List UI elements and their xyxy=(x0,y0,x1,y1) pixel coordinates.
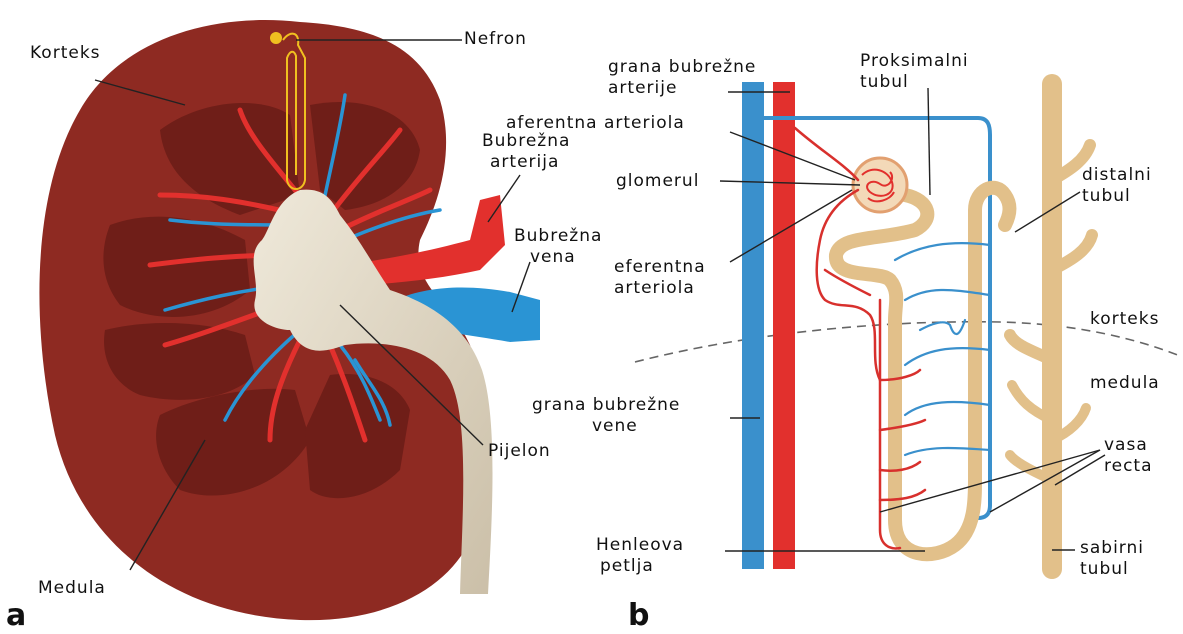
label-glomerul: glomerul xyxy=(616,171,699,191)
label-proksimalni-2: tubul xyxy=(860,72,909,92)
label-vasa-1: vasa xyxy=(1104,435,1148,455)
label-medula-b: medula xyxy=(1090,373,1160,393)
label-sabirni-1: sabirni xyxy=(1080,538,1144,558)
label-nefron: Nefron xyxy=(464,29,527,49)
label-bubrezna-arterija-2: arterija xyxy=(490,152,559,172)
glomerulus-shape xyxy=(853,158,907,212)
label-eferentna-2: arteriola xyxy=(614,278,695,298)
label-bubrezna-vena-1: Bubrežna xyxy=(514,226,602,246)
renal-vein-branch xyxy=(742,82,764,569)
label-eferentna-1: eferentna xyxy=(614,257,706,277)
panel-a-tag: a xyxy=(6,598,26,633)
label-grana-vene-2: vene xyxy=(592,416,638,436)
nephron-panel: grana bubrežne arterije Proksimalni tubu… xyxy=(506,51,1180,633)
label-grana-vene-1: grana bubrežne xyxy=(532,395,680,415)
label-bubrezna-vena-2: vena xyxy=(530,247,576,267)
label-henle-2: petlja xyxy=(600,556,654,576)
kidney-panel: Korteks Nefron Bubrežna arterija Bubrežn… xyxy=(6,20,602,633)
label-sabirni-2: tubul xyxy=(1080,559,1129,579)
label-bubrezna-arterija-1: Bubrežna xyxy=(482,131,570,151)
label-proksimalni-1: Proksimalni xyxy=(860,51,969,71)
label-grana-arterije-1: grana bubrežne xyxy=(608,57,756,77)
panel-b-tag: b xyxy=(628,598,649,633)
label-distalni-2: tubul xyxy=(1082,186,1131,206)
label-distalni-1: distalni xyxy=(1082,165,1152,185)
collecting-duct-shape xyxy=(1010,84,1092,569)
label-medula: Medula xyxy=(38,578,106,598)
label-henle-1: Henleova xyxy=(596,535,684,555)
label-grana-arterije-2: arterije xyxy=(608,78,677,98)
label-pijelon: Pijelon xyxy=(488,441,551,461)
label-vasa-2: recta xyxy=(1104,456,1153,476)
label-korteks-b: korteks xyxy=(1090,309,1159,329)
label-aferentna-arteriola: aferentna arteriola xyxy=(506,113,685,133)
label-korteks: Korteks xyxy=(30,43,101,63)
